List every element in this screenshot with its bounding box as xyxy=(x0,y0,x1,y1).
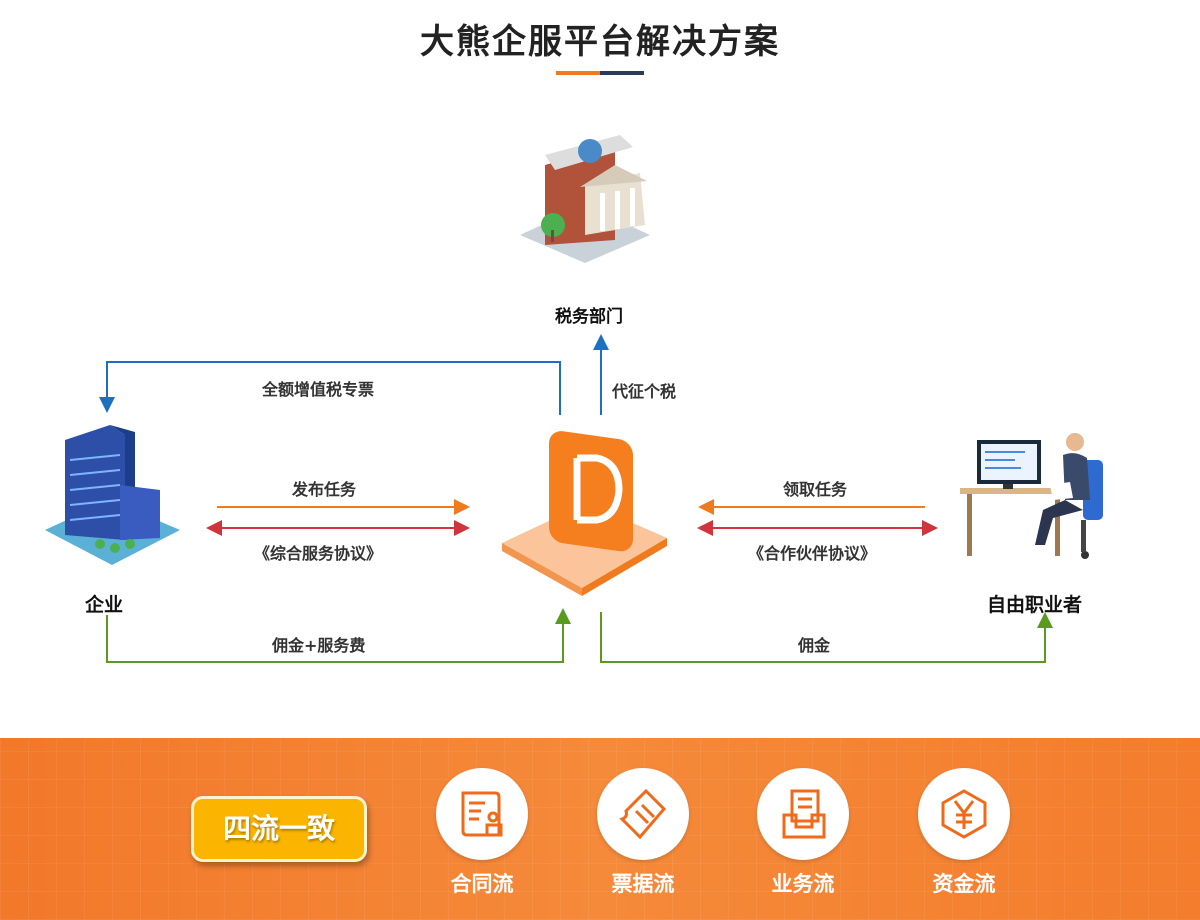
flow-arrows xyxy=(99,334,1053,663)
flow-label-publish-task: 发布任务 xyxy=(292,480,357,499)
flow-label-partner-agreement: 《合作伙伴协议》 xyxy=(748,544,877,563)
flow-label-business: 业务流 xyxy=(771,872,835,896)
flow-label-withhold-tax: 代征个税 xyxy=(612,382,677,401)
ticket-icon xyxy=(597,768,689,860)
vat-invoice-arrow xyxy=(99,361,561,415)
yuan-icon xyxy=(918,768,1010,860)
contract-icon xyxy=(436,768,528,860)
tax-building-illustration xyxy=(520,135,650,263)
freelancer-illustration xyxy=(960,433,1103,559)
flow-label-contract: 合同流 xyxy=(450,872,514,896)
flow-label-commission: 佣金 xyxy=(798,636,831,655)
commission-arrow xyxy=(600,612,1053,663)
flow-label-ticket: 票据流 xyxy=(611,872,675,896)
flow-label-funds: 资金流 xyxy=(932,872,996,896)
node-tax-label: 税务部门 xyxy=(555,307,623,327)
flow-label-service-agreement: 《综合服务协议》 xyxy=(254,544,383,563)
platform-logo-illustration xyxy=(502,431,667,596)
commission-fee-arrow xyxy=(106,608,571,663)
business-icon xyxy=(757,768,849,860)
title-underline-navy xyxy=(600,71,644,75)
flow-label-commission-fee: 佣金+服务费 xyxy=(272,636,366,655)
four-flows-badge: 四流一致 xyxy=(191,796,367,862)
flow-label-vat-invoice: 全额增值税专票 xyxy=(262,380,375,399)
title-underline-orange xyxy=(556,71,600,75)
node-freelancer-label: 自由职业者 xyxy=(987,594,1083,616)
node-enterprise-label: 企业 xyxy=(85,594,124,616)
flow-label-claim-task: 领取任务 xyxy=(783,480,848,499)
enterprise-building-illustration xyxy=(45,425,180,565)
page-title: 大熊企服平台解决方案 xyxy=(420,22,780,62)
